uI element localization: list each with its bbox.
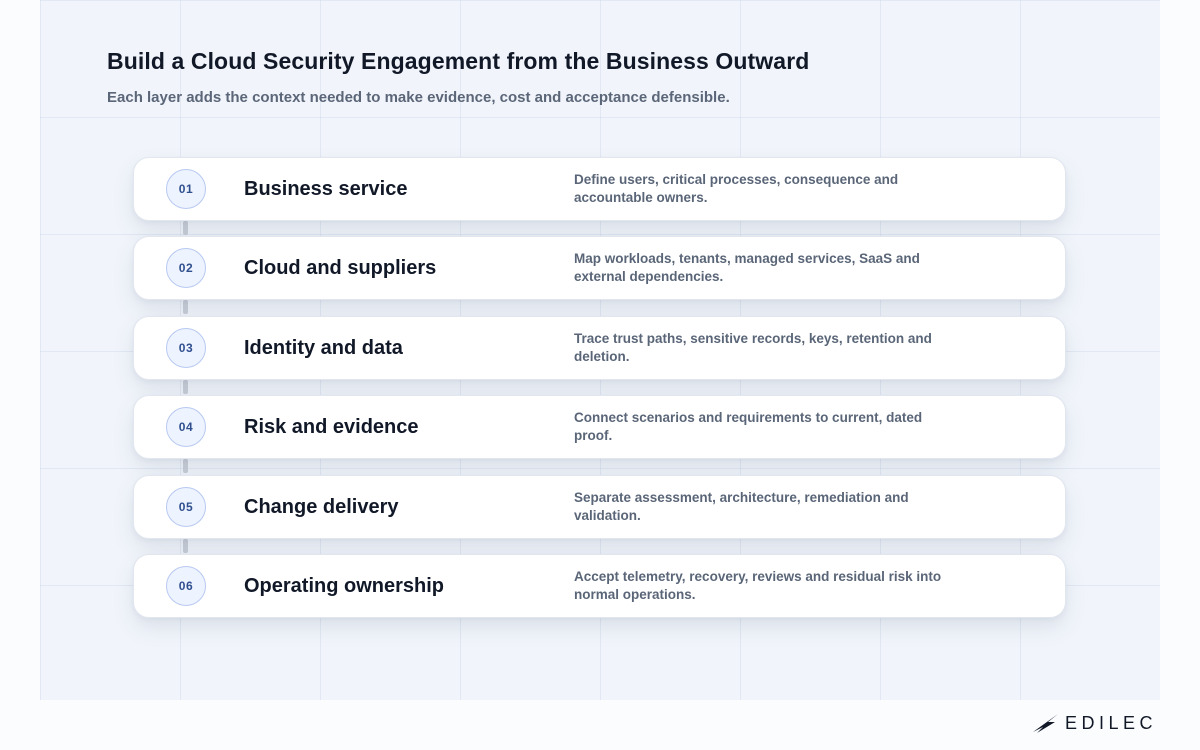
layer-title: Risk and evidence	[244, 416, 419, 438]
layer-number-badge: 06	[166, 566, 206, 606]
layer-connector	[183, 539, 188, 553]
page-subtitle: Each layer adds the context needed to ma…	[107, 89, 730, 106]
layer-title: Business service	[244, 178, 408, 200]
brand-logo: EDILEC	[1032, 712, 1157, 734]
layer-title: Cloud and suppliers	[244, 257, 437, 279]
layer-card-cloud-and-suppliers: 02 Cloud and suppliers Map workloads, te…	[133, 236, 1066, 300]
layer-card-risk-and-evidence: 04 Risk and evidence Connect scenarios a…	[133, 395, 1066, 459]
layer-card-business-service: 01 Business service Define users, critic…	[133, 157, 1066, 221]
layer-number-badge: 03	[166, 328, 206, 368]
layer-description: Trace trust paths, sensitive records, ke…	[574, 331, 932, 364]
layer-description: Accept telemetry, recovery, reviews and …	[574, 569, 942, 602]
layer-title: Identity and data	[244, 337, 403, 359]
layer-connector	[183, 459, 188, 473]
layer-title: Operating ownership	[244, 575, 445, 597]
layer-description: Connect scenarios and requirements to cu…	[574, 410, 923, 443]
layer-card-operating-ownership: 06 Operating ownership Accept telemetry,…	[133, 554, 1066, 618]
layer-connector	[183, 380, 188, 394]
layer-description: Separate assessment, architecture, remed…	[574, 490, 909, 523]
layer-card-change-delivery: 05 Change delivery Separate assessment, …	[133, 475, 1066, 539]
layer-description: Define users, critical processes, conseq…	[574, 172, 899, 205]
page-title: Build a Cloud Security Engagement from t…	[107, 48, 810, 74]
layer-connector	[183, 300, 188, 314]
brand-name: EDILEC	[1065, 712, 1158, 733]
edilec-logo-icon	[1033, 714, 1058, 733]
layer-connector	[183, 221, 188, 235]
layer-number-badge: 04	[166, 407, 206, 447]
layer-number-badge: 01	[166, 169, 206, 209]
layer-number-badge: 05	[166, 487, 206, 527]
layer-card-identity-and-data: 03 Identity and data Trace trust paths, …	[133, 316, 1066, 380]
layer-number-badge: 02	[166, 248, 206, 288]
layer-title: Change delivery	[244, 496, 399, 518]
layer-description: Map workloads, tenants, managed services…	[574, 251, 920, 284]
